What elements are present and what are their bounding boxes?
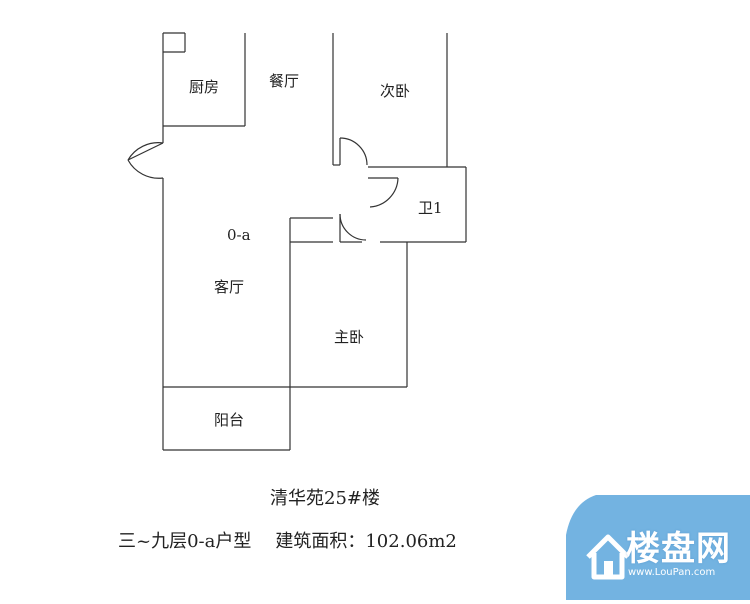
room-label-second-bedroom: 次卧: [380, 82, 410, 100]
building-title: 清华苑25#楼: [270, 488, 380, 509]
unit-code-label: 0-a: [227, 226, 251, 244]
door-swings: [127, 137, 399, 242]
floors-type: 三~九层0-a户型: [118, 531, 252, 552]
room-label-living: 客厅: [214, 278, 244, 296]
room-label-master-bedroom: 主卧: [334, 328, 364, 346]
area-value: 102.06m2: [365, 531, 457, 552]
watermark-url: www.LouPan.com: [628, 567, 716, 578]
walls: [162, 32, 467, 451]
unit-info-line: 三~九层0-a户型 建筑面积：102.06m2: [118, 527, 457, 553]
watermark: 楼盘网 www.LouPan.com: [566, 495, 750, 600]
watermark-logo-icon: [566, 495, 750, 600]
room-label-bathroom: 卫1: [418, 199, 443, 217]
room-label-dining: 餐厅: [269, 72, 299, 90]
room-label-balcony: 阳台: [214, 411, 244, 429]
room-label-kitchen: 厨房: [189, 78, 219, 96]
watermark-brand: 楼盘网: [626, 529, 731, 569]
area-label: 建筑面积：: [275, 531, 366, 552]
